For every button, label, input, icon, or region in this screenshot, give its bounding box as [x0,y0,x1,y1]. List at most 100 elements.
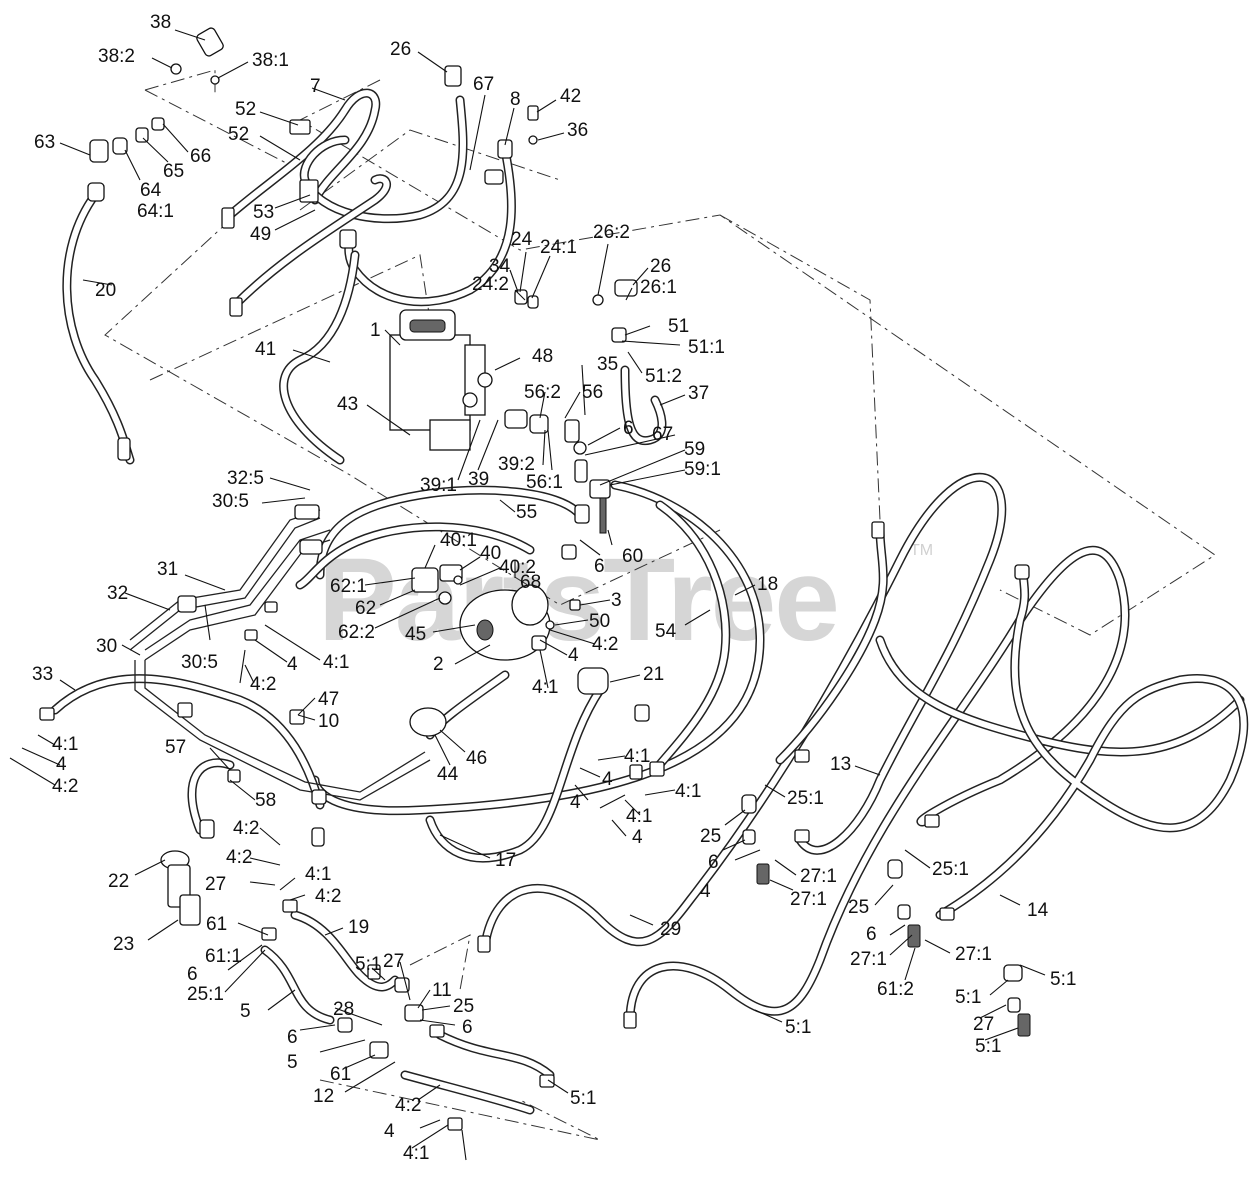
fitting-26-b [614,279,638,297]
callout-8: 8 [510,89,521,110]
callout-45: 45 [405,624,426,645]
callout-24-1: 24:1 [540,237,577,258]
callout-27-b: 61:2 [877,979,914,1000]
callout-29: 29 [660,919,681,940]
callout-30-5-b: 30:5 [181,652,218,673]
callout-4-c: 4 [56,754,67,775]
callout-42: 42 [560,86,581,107]
callout-5-1-c: 28 [333,999,354,1020]
callout-46: 46 [466,748,487,769]
fitting-67 [484,169,504,185]
callout-3: 3 [611,590,622,611]
fitting-27-b [907,924,921,948]
hose-26 [299,95,468,224]
callout-26: 26 [390,39,411,60]
tee-5 [404,1004,424,1022]
callout-25-c: 5:1 [955,987,981,1008]
callout-61-b: 5:1 [570,1088,596,1109]
callout-62-1: 62:1 [330,576,367,597]
fittings [39,27,1031,1131]
callout-68: 68 [520,572,541,593]
tube-30 [134,660,431,801]
callout-25-b: 25 [848,897,869,918]
callout-26-b: 26 [650,256,671,277]
callout-24: 24 [511,229,533,250]
callout-67: 67 [473,74,494,95]
callout-56-2: 56:2 [524,382,561,403]
callout-25-1-c: 5:1 [1050,969,1076,990]
fitting-61 [261,927,277,941]
fitting-64 [112,137,128,155]
callout-37: 37 [688,383,709,404]
callout-64: 64 [140,180,162,201]
fitting-26 [444,65,462,87]
leader-lines [9,29,1046,1161]
callout-5: 25 [453,996,474,1017]
callout-6: 6 [623,418,634,439]
clamp-44 [409,707,447,737]
valve-lower [429,419,471,451]
callout-31: 31 [157,559,178,580]
callout-4-f: 4:2 [226,847,252,868]
callout-20: 20 [95,280,116,301]
callout-34: 34 [489,256,511,277]
hose-41 [279,250,360,465]
callout-51-2: 51:2 [645,366,682,387]
callout-6-e: 5:1 [355,954,381,975]
callout-2: 2 [433,654,444,675]
bracket-53 [299,179,319,203]
bracket-47-10 [289,709,305,725]
fitting-27 [756,863,770,885]
callout-27-c: 5:1 [975,1036,1001,1057]
callout-27-1-d: 27:1 [850,949,887,970]
callout-6-b: 6 [594,556,605,577]
callout-4-1-c: 4:1 [52,734,78,755]
callout-5-1-e: 5 [287,1052,298,1073]
callout-56: 56 [582,382,603,403]
callout-35: 35 [597,354,618,375]
hose-14 [935,565,1249,920]
callout-53: 53 [253,202,274,223]
fitting-56 [529,414,549,434]
callout-38-2: 38:2 [98,46,135,67]
callout-47: 47 [318,689,339,710]
callout-14: 14 [1027,900,1049,921]
callout-57: 57 [165,737,186,758]
callout-27-1-c: 27:1 [955,944,992,965]
callout-4-b: 4 [568,645,579,666]
callout-4-e: 4:1 [626,806,652,827]
callout-41: 41 [255,339,276,360]
callout-18: 18 [757,574,778,595]
callout-59: 59 [684,439,705,460]
callout-39: 39 [468,469,489,490]
callout-4: 4 [287,654,298,675]
callout-66: 66 [190,146,211,167]
callout-5-1-b: 11 [432,980,452,1001]
clamp-52 [289,119,311,135]
callout-32: 32 [107,583,128,604]
callout-10: 10 [318,711,339,732]
callout-55: 55 [516,502,537,523]
boundary-line [409,934,471,991]
callout-19: 19 [348,917,369,938]
hydraulic-pump [459,584,551,661]
watermark-tm: TM [910,542,933,559]
callout-23: 23 [113,934,134,955]
callout-5-1: 27 [383,951,404,972]
fitting-66 [151,117,165,131]
callout-24-2: 24:2 [472,274,509,295]
elbow-25 [741,794,757,814]
callout-1: 1 [370,320,381,341]
callout-27-1: 27:1 [800,866,837,887]
callout-40-1: 40:1 [440,530,477,551]
hose-33 [50,674,325,810]
callout-64-1: 64:1 [137,201,174,222]
callout-48: 48 [532,346,553,367]
valve-body [389,334,471,431]
callout-39-1: 39:1 [420,475,457,496]
callout-4-2: 4:2 [592,634,618,655]
callout-33: 33 [32,664,53,685]
fitting-38 [196,27,224,57]
callout-7: 7 [310,76,321,97]
callout-28: 5:1 [785,1017,811,1038]
